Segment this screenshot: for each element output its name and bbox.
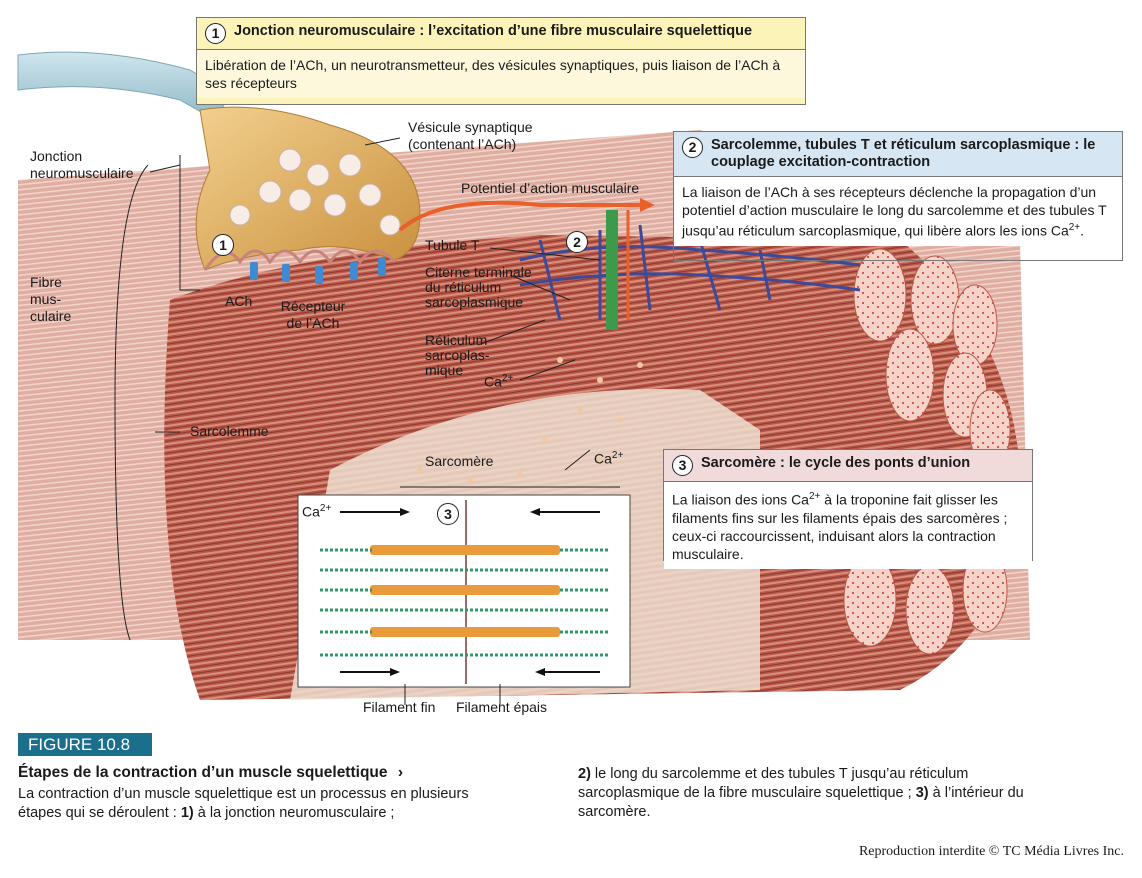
- copyright-credit: Reproduction interdite © TC Média Livres…: [858, 844, 1124, 859]
- label-filament-epais: Filament épais: [456, 699, 548, 715]
- label-potentiel: Potentiel d’action musculaire: [461, 180, 640, 196]
- label-reticulum: Réticulum sarcoplas-mique: [425, 332, 490, 378]
- callout-box-3: 3 Sarcomère : le cycle des ponts d’union…: [663, 449, 1033, 569]
- box1-title: Jonction neuromusculaire : l’excitation …: [234, 23, 753, 39]
- label-recepteur: Récepteur de l’ACh: [280, 298, 346, 331]
- callout-box-1: 1 Jonction neuromusculaire : l’excitatio…: [196, 17, 806, 105]
- label-ca-3: Ca2+: [302, 503, 332, 520]
- step-number: 3: [672, 455, 693, 476]
- box1-text: Libération de l’ACh, un neurotransmetteu…: [197, 50, 805, 98]
- box2-text: La liaison de l’ACh à ses récepteurs déc…: [674, 177, 1122, 246]
- action-potential-arrow: [398, 200, 640, 232]
- figure-badge: FIGURE 10.8: [18, 733, 152, 756]
- synaptic-cleft: [203, 249, 397, 271]
- label-fibre: Fibre mus-culaire: [30, 274, 72, 324]
- muscle-illustration: [17, 51, 1030, 705]
- label-ach: ACh: [225, 293, 253, 309]
- sarcomere-inset: [297, 494, 631, 688]
- figure-caption-col1: La contraction d’un muscle squelettique …: [18, 786, 469, 821]
- label-jonction: Jonction neuromusculaire: [30, 148, 134, 181]
- leader-lines: [114, 137, 620, 705]
- step3-marker: 3: [437, 503, 459, 525]
- figure-title: Étapes de la contraction d’un muscle squ…: [18, 764, 403, 781]
- figure-caption-col2: 2) le long du sarcolemme et des tubules …: [578, 766, 1024, 820]
- step1-marker: 1: [212, 234, 234, 256]
- synaptic-vesicles: [229, 148, 401, 236]
- label-ca-2: Ca2+: [594, 450, 624, 467]
- step-number: 2: [682, 137, 703, 158]
- label-filament-fin: Filament fin: [363, 699, 436, 715]
- box3-title: Sarcomère : le cycle des ponts d’union: [701, 455, 971, 471]
- label-ca-1: Ca2+: [484, 373, 514, 390]
- label-sarcomere: Sarcomère: [425, 453, 494, 469]
- callout-box-2: 2 Sarcolemme, tubules T et réticulum sar…: [673, 131, 1123, 261]
- label-sarcolemme: Sarcolemme: [190, 423, 269, 439]
- step2-marker: 2: [566, 231, 588, 253]
- box2-title: Sarcolemme, tubules T et réticulum sarco…: [711, 137, 1096, 170]
- chevron-right-icon: ›: [397, 764, 403, 781]
- label-vesicule: Vésicule synaptique (contenant l’ACh): [408, 119, 533, 152]
- label-tubule: Tubule T: [425, 237, 480, 253]
- step-number: 1: [205, 23, 226, 44]
- ach-receptors: [250, 258, 386, 284]
- box3-text: La liaison des ions Ca2+ à la troponine …: [664, 482, 1032, 569]
- label-citerne: Citerne terminale du réticulum sarcoplas…: [425, 264, 532, 310]
